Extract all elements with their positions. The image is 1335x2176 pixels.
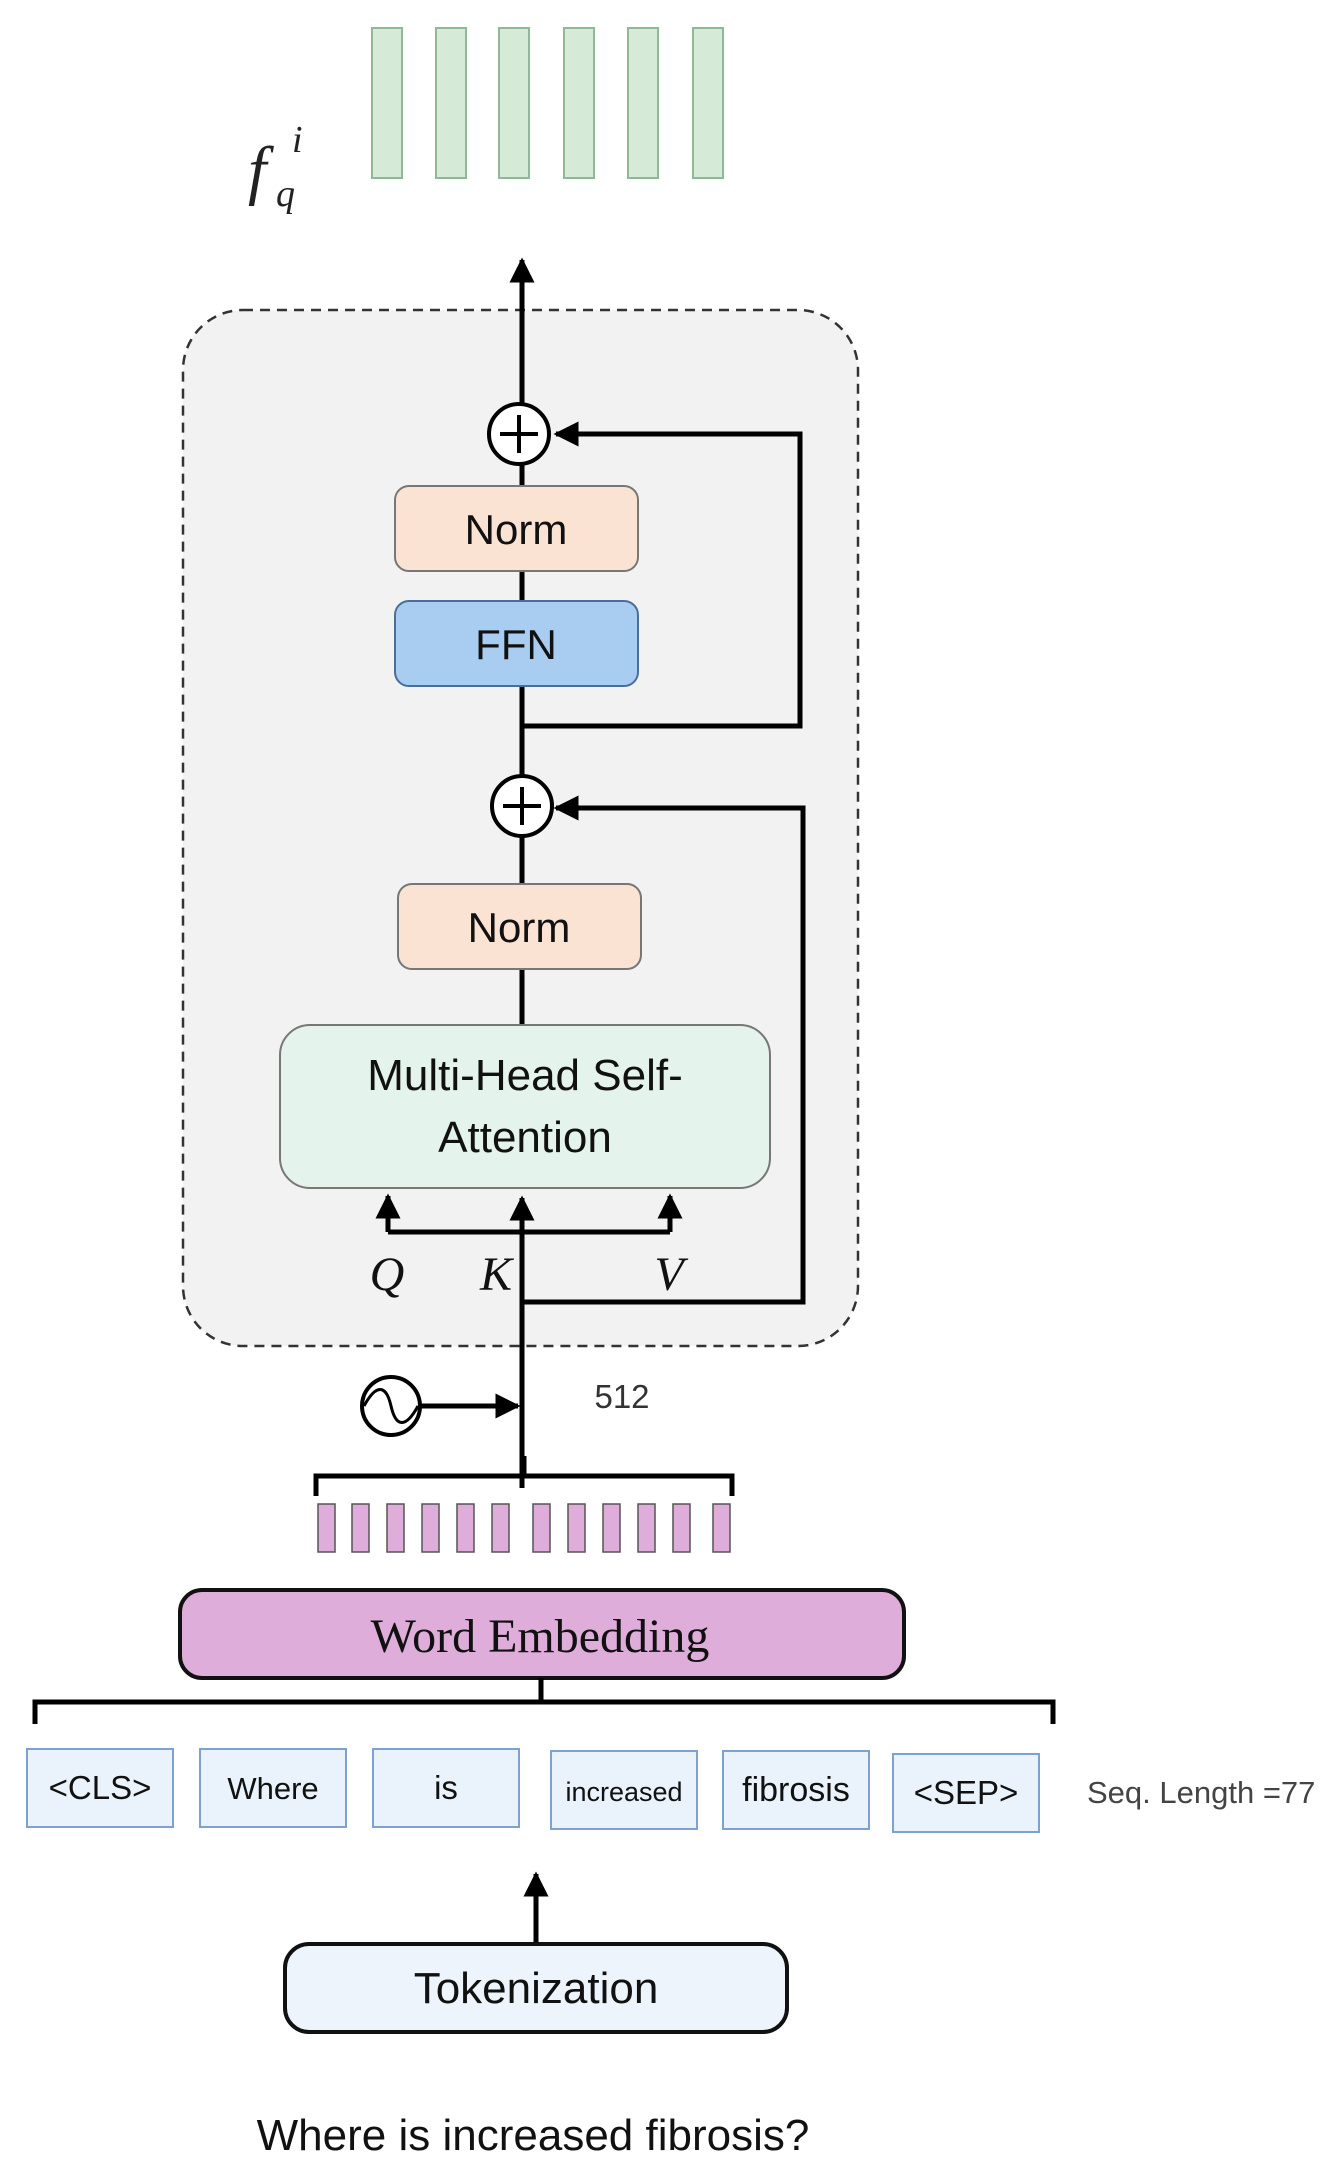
token-box: increased: [550, 1750, 698, 1830]
embedding-vectors: [317, 1503, 731, 1553]
output-label-superscript: i: [292, 119, 303, 161]
output-feature-bar: [435, 27, 467, 179]
token-box: <CLS>: [26, 1748, 174, 1828]
sequence-length-label: Seq. Length =77: [1087, 1775, 1315, 1810]
embedding-vector: [672, 1503, 691, 1553]
output-label-subscript: q: [276, 173, 295, 215]
residual-connection-ffn: [522, 421, 803, 729]
token-label: <CLS>: [49, 1769, 152, 1806]
embedding-vector: [456, 1503, 475, 1553]
input-sentence: Where is increased fibrosis?: [257, 2111, 810, 2160]
output-feature-bar: [371, 27, 403, 179]
tokenization-label: Tokenization: [414, 1964, 659, 2013]
token-label: fibrosis: [742, 1771, 850, 1809]
add-node-top: [487, 402, 551, 466]
embedding-dimension-label: 512: [594, 1378, 649, 1415]
output-feature-bar: [627, 27, 659, 179]
output-feature-label: f q i: [248, 119, 303, 215]
attention-label-line1: Multi-Head Self-: [367, 1051, 682, 1100]
token-box: Where: [199, 1748, 347, 1828]
token-row: <CLS> Where is increased fibrosis <SEP>: [26, 1748, 1040, 1833]
add-node-bottom: [490, 774, 554, 838]
multi-head-self-attention: Multi-Head Self- Attention: [279, 1024, 771, 1189]
qkv-branches: [375, 1193, 683, 1235]
embedding-vector: [317, 1503, 336, 1553]
positional-encoding: [360, 1375, 521, 1437]
output-feature-vectors: [371, 27, 724, 179]
norm-layer-bottom: Norm: [397, 883, 642, 970]
token-label: Where: [227, 1771, 318, 1806]
norm-layer-top: Norm: [394, 485, 639, 572]
output-feature-bar: [498, 27, 530, 179]
embedding-vector: [386, 1503, 405, 1553]
query-label: Q: [370, 1248, 405, 1301]
value-label: V: [654, 1248, 688, 1301]
embedding-vector: [602, 1503, 621, 1553]
embedding-vector: [491, 1503, 510, 1553]
embedding-vector: [567, 1503, 586, 1553]
output-feature-bar: [563, 27, 595, 179]
embedding-vector: [351, 1503, 370, 1553]
output-label-base: f: [248, 134, 274, 207]
output-feature-bar: [692, 27, 724, 179]
ffn-layer: FFN: [394, 600, 639, 687]
embedding-vector: [712, 1503, 731, 1553]
token-box: is: [372, 1748, 520, 1828]
norm-top-label: Norm: [465, 506, 568, 553]
token-label: is: [434, 1769, 458, 1806]
norm-bottom-label: Norm: [468, 904, 571, 951]
token-box: <SEP>: [892, 1753, 1040, 1833]
attention-label-line2: Attention: [438, 1113, 612, 1162]
key-label: K: [479, 1248, 515, 1301]
token-bracket: [32, 1678, 1056, 1724]
token-label: increased: [565, 1777, 682, 1807]
embedding-vector: [532, 1503, 551, 1553]
tokenization-step: Tokenization: [283, 1942, 789, 2034]
embedding-bracket: [313, 1456, 735, 1496]
token-label: <SEP>: [914, 1774, 1019, 1811]
embedding-vector: [421, 1503, 440, 1553]
embedding-vector: [637, 1503, 656, 1553]
word-embedding-label: Word Embedding: [371, 1610, 710, 1663]
residual-connection-attention: [522, 795, 806, 1305]
token-box: fibrosis: [722, 1750, 870, 1830]
ffn-label: FFN: [475, 621, 557, 668]
word-embedding-layer: Word Embedding: [178, 1588, 906, 1680]
